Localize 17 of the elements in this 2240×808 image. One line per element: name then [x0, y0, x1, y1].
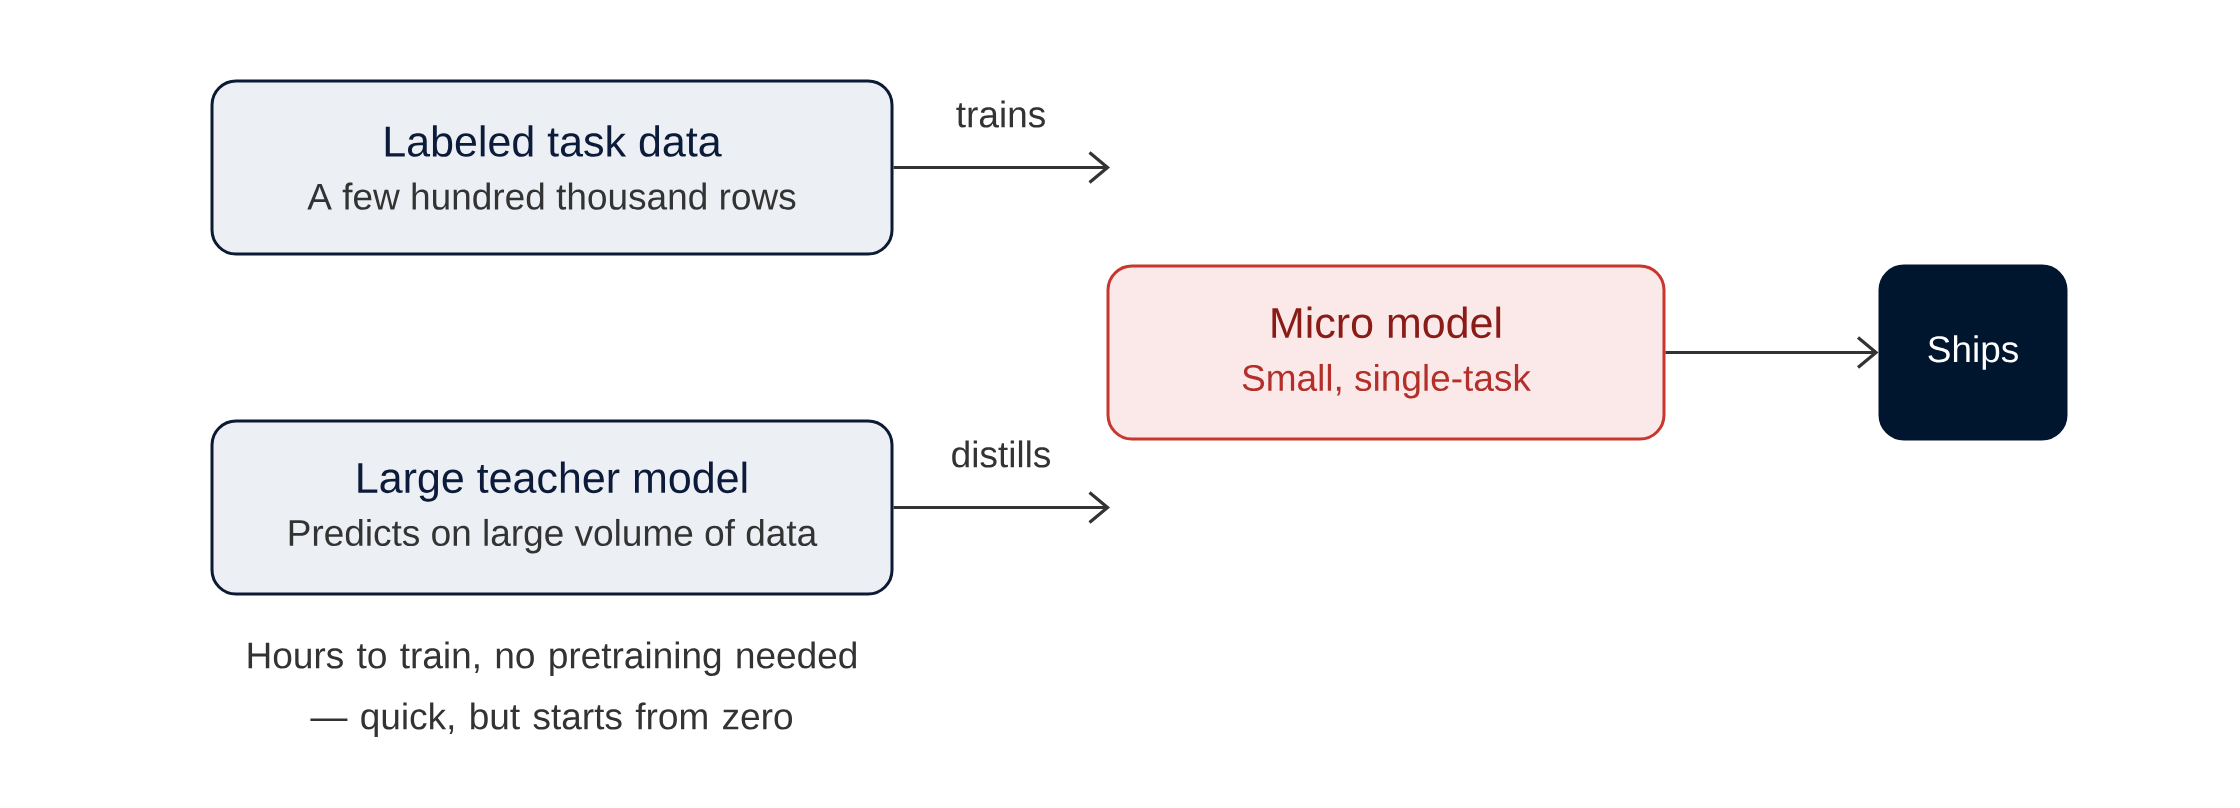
box-title: Micro model: [1272, 306, 1501, 339]
caption-text: Hours to train, no pretraining needed — quick, but starts from zero: [248, 641, 856, 737]
process-box: [210, 79, 894, 256]
process-box: [1106, 264, 1666, 441]
box-subtitle: A few hundred thousand rows: [307, 182, 796, 210]
arrow: [893, 151, 1110, 184]
box-title: Large teacher model: [358, 461, 747, 502]
output-box: [1878, 264, 2068, 441]
edge-label: distills: [946, 436, 1056, 472]
box-subtitle: Small, single-task: [1242, 363, 1531, 399]
arrow: [1665, 336, 1879, 369]
edge-label: trains: [951, 96, 1051, 132]
process-box: [210, 419, 894, 596]
box-subtitle: Predicts on large volume of data: [289, 518, 818, 554]
box-title: Ships: [1928, 335, 2018, 370]
box-title: Labeled task data: [385, 125, 722, 157]
arrow: [893, 491, 1110, 524]
